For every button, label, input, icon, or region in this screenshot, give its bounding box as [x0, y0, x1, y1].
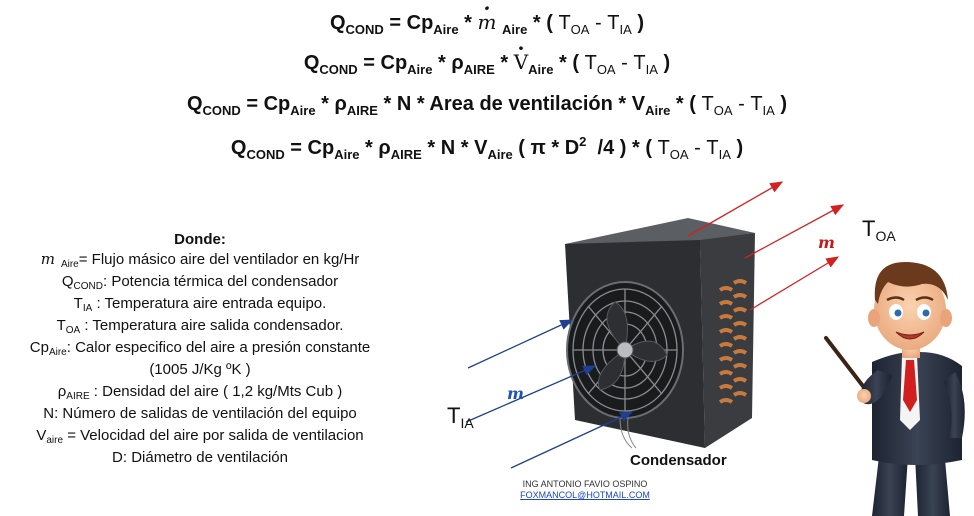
- legend-symbol: D: [112, 449, 123, 466]
- legend-subscript: AIRE: [66, 391, 90, 402]
- equation-1: QCOND = CpAire * m Aire * ( TOA - TIA ): [0, 12, 974, 36]
- legend-line: TOA : Temperatura aire salida condensado…: [0, 317, 400, 336]
- legend-symbol: m: [40, 250, 55, 268]
- author-email-link[interactable]: FOXMANCOL@HOTMAIL.COM: [520, 489, 650, 500]
- legend-line: CpAire: Calor especifico del aire a pres…: [0, 339, 400, 358]
- author-credit: ING ANTONIO FAVIO OSPINO FOXMANCOL@HOTMA…: [520, 479, 650, 501]
- legend-symbol: V: [36, 427, 47, 444]
- legend-description: : Diámetro de ventilación: [122, 449, 288, 466]
- legend-subscript: OA: [65, 325, 81, 336]
- legend-subscript: IA: [82, 303, 93, 314]
- legend-line: ρAIRE : Densidad del aire ( 1,2 kg/Mts C…: [0, 383, 400, 402]
- legend-line: QCOND: Potencia térmica del condensador: [0, 273, 400, 292]
- legend-line: (1005 J/Kg ºK ): [0, 362, 400, 377]
- legend-description: : Número de salidas de ventilación del e…: [54, 405, 357, 422]
- legend-line: N: Número de salidas de ventilación del …: [0, 406, 400, 421]
- t-oa-label: TOA: [862, 216, 896, 244]
- equation-3: QCOND = CpAire * ρAIRE * N * Area de ven…: [186, 93, 788, 118]
- legend-symbol: N: [43, 405, 55, 422]
- legend-subscript: Aire: [48, 347, 67, 358]
- legend-description: : Densidad del aire ( 1,2 kg/Mts Cub ): [89, 383, 343, 400]
- legend-description: : Temperatura aire salida condensador.: [80, 317, 344, 334]
- legend-subscript: aire: [46, 435, 64, 446]
- legend-line: TIA : Temperatura aire entrada equipo.: [0, 295, 400, 314]
- m-dot-outlet: m: [818, 233, 835, 252]
- legend-symbol: ρ: [57, 383, 67, 400]
- legend-symbol: Cp: [29, 339, 49, 356]
- author-name: ING ANTONIO FAVIO OSPINO: [522, 479, 648, 489]
- legend-subscript: Aire: [60, 259, 79, 270]
- legend-subscript: COND: [73, 281, 103, 292]
- legend-description: : Calor especifico del aire a presión co…: [66, 339, 371, 356]
- legend-description: : Potencia térmica del condensador: [102, 273, 339, 290]
- legend-description: (1005 J/Kg ºK ): [149, 361, 251, 378]
- presenter-illustration: [824, 262, 965, 516]
- legend-line: D: Diámetro de ventilación: [0, 450, 400, 465]
- legend-symbol: T: [73, 295, 83, 312]
- outlet-arrows: [687, 181, 845, 311]
- inlet-arrows: [465, 319, 634, 469]
- legend-heading: Donde:: [174, 231, 226, 248]
- legend-symbol: Q: [61, 273, 74, 290]
- legend-description: = Velocidad del aire por salida de venti…: [63, 427, 364, 444]
- legend-description: : Temperatura aire entrada equipo.: [92, 295, 327, 312]
- t-ia-label: TIA: [447, 403, 474, 431]
- equation-4: QCOND = CpAire * ρAIRE * N * VAire ( π *…: [230, 134, 744, 162]
- condenser-caption: Condensador: [630, 452, 727, 469]
- equation-2: QCOND = CpAire * ρAIRE * VAire * ( TOA -…: [0, 52, 974, 76]
- condenser-image: [565, 218, 755, 449]
- m-dot-inlet: m: [507, 384, 524, 403]
- legend-line: Vaire = Velocidad del aire por salida de…: [0, 427, 400, 446]
- legend-symbol: T: [56, 317, 66, 334]
- legend-description: = Flujo másico aire del ventilador en kg…: [78, 251, 360, 268]
